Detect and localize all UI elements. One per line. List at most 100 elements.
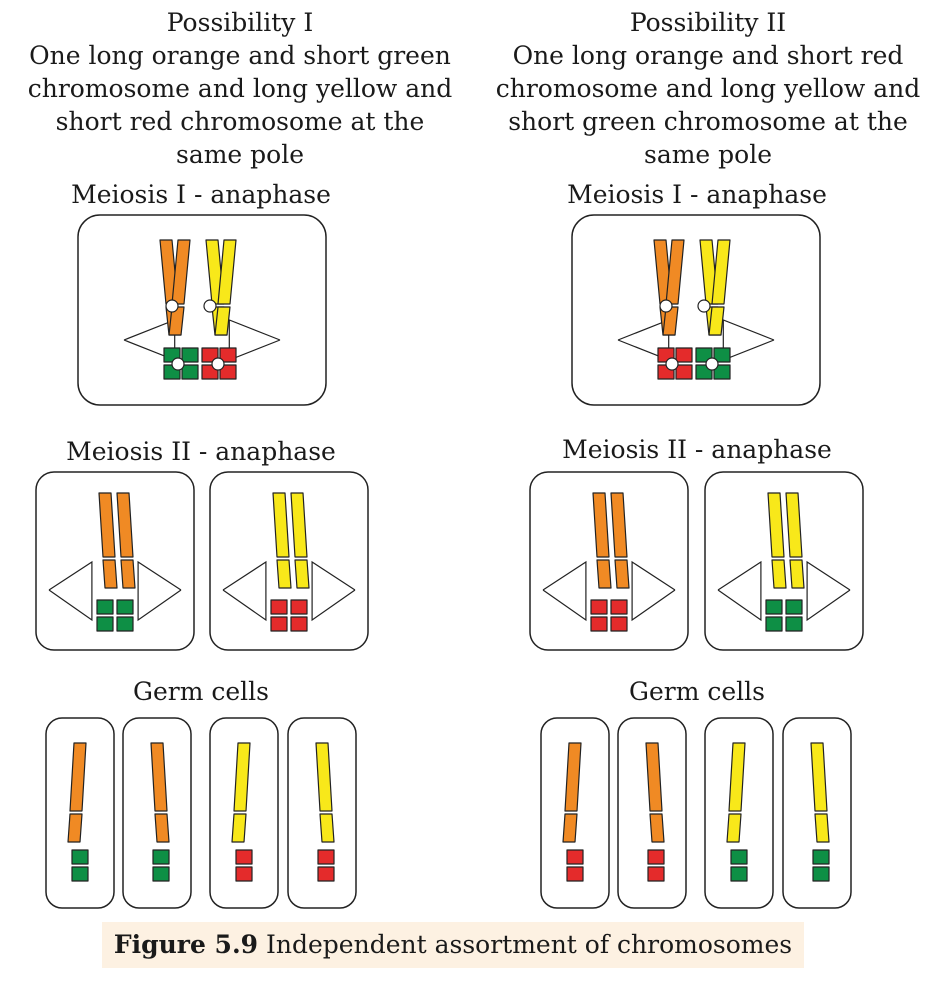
p1-meiosis-1-orange-2-long-arm	[171, 239, 191, 305]
p1-m2-a-chromatid-2-short-arm	[120, 559, 136, 589]
p2-germ-1-chromatid-long-arm	[564, 742, 582, 812]
p2-m2-a-spindle-right	[631, 560, 676, 622]
possibility-2-description: One long orange and short red chromosome…	[495, 41, 921, 169]
p2-m2-a-chromatid-2-short-arm	[614, 559, 630, 589]
p2-meiosis-1-small-b2-top	[713, 347, 731, 363]
p2-m2-b-small-1-top	[765, 599, 783, 615]
p1-m2-b-chromatid-2-long-arm	[290, 492, 308, 558]
p1-germ-1-chromatid-long-arm	[69, 742, 87, 812]
p2-m2-a-chromatid-2-long-arm	[610, 492, 628, 558]
p2-m2-a-small-1-top	[590, 599, 608, 615]
p2-meiosis-1-orange-2-long-arm	[665, 239, 685, 305]
p1-m2-a-spindle-left	[48, 560, 93, 622]
possibility-2-heading: Possibility II One long orange and short…	[478, 6, 938, 171]
p1-m2-b-chromatid-1-short-arm	[276, 559, 292, 589]
p2-germ-2-cell	[617, 717, 687, 909]
p1-m2-b-small-1-bottom	[270, 616, 288, 632]
p1-m2-a-small-1-top	[96, 599, 114, 615]
p1-meiosis-1-small-a2-bottom	[181, 364, 199, 380]
p1-meiosis-1-spindle-right	[228, 319, 281, 361]
p2-germ-1-small-top	[566, 849, 584, 865]
p2-m2-b-small-2-top	[785, 599, 803, 615]
p2-germ-3-chromatid-long-arm	[728, 742, 746, 812]
p2-meiosis-1-spindle-right	[722, 319, 775, 361]
p2-meiosis-1-cell	[571, 214, 821, 406]
p2-germ-1-cell	[540, 717, 610, 909]
p1-m2-a-chromatid-1-short-arm	[102, 559, 118, 589]
p2-meiosis-1-centromere-small-a	[665, 357, 679, 371]
p1-meiosis-1-small-b2-top	[219, 347, 237, 363]
p1-meiosis-1-small-b2-bottom	[219, 364, 237, 380]
p1-meiosis-1-yellow-2-long-arm	[217, 239, 237, 305]
p2-germ-3-small-bottom	[730, 866, 748, 882]
p1-meiosis-1-yellow-2-short-arm	[214, 306, 231, 336]
possibility-1-title: Possibility I	[166, 8, 314, 37]
p2-meiosis-1-centromere-orange	[659, 299, 673, 313]
p2-meiosis-1-spindle-left	[617, 319, 670, 361]
p1-m2-b-spindle-left	[222, 560, 267, 622]
p2-meiosis-1-yellow-2-short-arm	[708, 306, 725, 336]
p2-germ-4-small-top	[812, 849, 830, 865]
figure-caption: Figure 5.9 Independent assortment of chr…	[102, 922, 804, 968]
p2-meiosis-1-centromere-small-b	[705, 357, 719, 371]
p1-m2-b-chromatid-1-long-arm	[272, 492, 290, 558]
p1-meiosis-1-cell	[77, 214, 327, 406]
p1-m2-b-chromatid-2-short-arm	[294, 559, 310, 589]
p2-m2-a-chromatid-1-long-arm	[592, 492, 610, 558]
p1-germ-1-chromatid-short-arm	[67, 813, 83, 843]
p1-germ-3-cell	[209, 717, 279, 909]
p1-m2-a-spindle-right	[137, 560, 182, 622]
p1-m2-b-small-2-bottom	[290, 616, 308, 632]
p1-germ-1-small-top	[71, 849, 89, 865]
p1-m2-a-chromatid-2-long-arm	[116, 492, 134, 558]
p1-germ-3-chromatid-long-arm	[233, 742, 251, 812]
p1-germ-4-small-top	[317, 849, 335, 865]
p2-germ-2-small-top	[647, 849, 665, 865]
p1-m2-a-chromatid-1-long-arm	[98, 492, 116, 558]
p1-meiosis-1-centromere-small-a	[171, 357, 185, 371]
p1-germ-3-small-top	[235, 849, 253, 865]
p2-meiosis-1-yellow-2-long-arm	[711, 239, 731, 305]
p1-meiosis-1-centromere-yellow	[203, 299, 217, 313]
possibility-1-description: One long orange and short green chromoso…	[27, 41, 453, 169]
p1-meiosis-1-centromere-orange	[165, 299, 179, 313]
p1-germ-4-small-bottom	[317, 866, 335, 882]
p2-meiosis-1-orange-2-short-arm	[662, 306, 679, 336]
p2-m2-b-spindle-left	[717, 560, 762, 622]
p1-m2-a-small-2-top	[116, 599, 134, 615]
p2-m2-b-chromatid-1-long-arm	[767, 492, 785, 558]
p2-germ-3-cell	[704, 717, 774, 909]
p2-m2-a-small-1-bottom	[590, 616, 608, 632]
p1-meiosis-1-orange-2-short-arm	[168, 306, 185, 336]
p1-meiosis-1-spindle-left	[123, 319, 176, 361]
germ-cells-label-left: Germ cells	[133, 677, 269, 706]
p2-m2-a-small-2-bottom	[610, 616, 628, 632]
figure-label: Figure 5.9	[113, 930, 259, 959]
meiosis-1-label-left: Meiosis I - anaphase	[71, 180, 331, 209]
p1-germ-2-chromatid-long-arm	[150, 742, 168, 812]
p2-germ-2-small-bottom	[647, 866, 665, 882]
p2-germ-3-small-top	[730, 849, 748, 865]
p1-germ-1-small-bottom	[71, 866, 89, 882]
p2-m2-b-small-2-bottom	[785, 616, 803, 632]
p2-germ-4-cell	[782, 717, 852, 909]
possibility-1-heading: Possibility I One long orange and short …	[10, 6, 470, 171]
p1-germ-2-chromatid-short-arm	[154, 813, 170, 843]
p1-germ-1-cell	[45, 717, 115, 909]
p2-germ-4-chromatid-short-arm	[814, 813, 830, 843]
p2-m2-b-chromatid-2-short-arm	[789, 559, 805, 589]
possibility-2-title: Possibility II	[629, 8, 787, 37]
p2-germ-1-chromatid-short-arm	[562, 813, 578, 843]
p2-m2-a-spindle-left	[542, 560, 587, 622]
p2-m2-b-small-1-bottom	[765, 616, 783, 632]
p1-germ-3-small-bottom	[235, 866, 253, 882]
p1-m2-a-small-1-bottom	[96, 616, 114, 632]
p1-m2-b-spindle-right	[311, 560, 356, 622]
p1-germ-4-chromatid-short-arm	[319, 813, 335, 843]
p1-m2-a-small-2-bottom	[116, 616, 134, 632]
p2-meiosis-1-small-a2-top	[675, 347, 693, 363]
meiosis-2-label-right: Meiosis II - anaphase	[562, 435, 832, 464]
p2-m2-b-chromatid-1-short-arm	[771, 559, 787, 589]
p2-meiosis-1-small-b2-bottom	[713, 364, 731, 380]
